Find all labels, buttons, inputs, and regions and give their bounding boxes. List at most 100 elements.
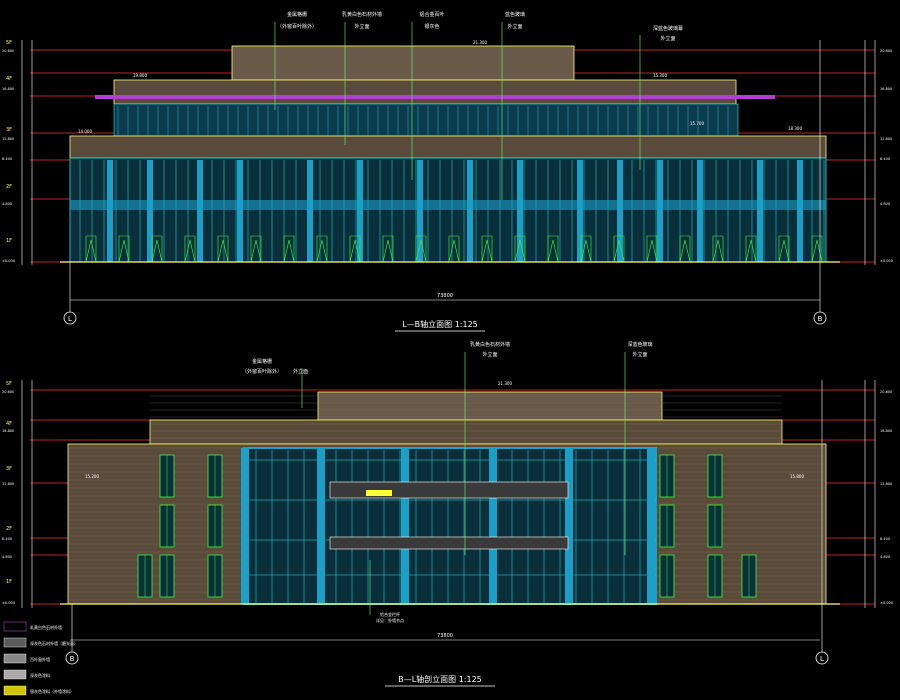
column: [307, 160, 313, 262]
top-callout-1b: （外窗百叶除外）: [277, 23, 317, 30]
column: [357, 160, 363, 262]
top-roof-label-3: 15.300: [653, 73, 667, 78]
door: [316, 235, 328, 263]
bottom-callouts: [301, 352, 626, 615]
column: [517, 160, 523, 262]
top-elevation-title: L—B轴立面图 1:125: [402, 319, 478, 329]
top-elev-r-0: 20.600: [880, 49, 892, 53]
door: [712, 235, 724, 263]
top-callout-4: 蓝色玻璃: [505, 11, 525, 18]
bottom-roof-label-2: 15.200: [85, 474, 99, 479]
top-parapet: [95, 95, 775, 99]
bottom-level-4f: 4F: [6, 421, 12, 427]
door: [481, 235, 493, 263]
column: [317, 448, 325, 604]
door: [382, 235, 394, 263]
bottom-elev-r-2: 12.800: [880, 482, 892, 486]
top-level-3f: 3F: [6, 127, 12, 133]
door: [514, 235, 526, 263]
transom: [70, 200, 826, 210]
top-doors: [85, 235, 823, 263]
column: [617, 160, 623, 262]
door: [448, 235, 460, 263]
top-roof-label-1: 21.300: [473, 40, 487, 45]
top-roof-band: [113, 79, 737, 105]
top-level-2f: 2F: [6, 184, 12, 190]
top-mullions: [70, 106, 826, 262]
column: [417, 160, 423, 262]
top-upper-glazing: [113, 103, 739, 137]
top-dim-strings: [21, 40, 876, 265]
bottom-elev-l-4: 4.800: [2, 555, 12, 559]
top-callout-5b: 外立面: [660, 35, 675, 42]
door: [580, 235, 592, 263]
column: [197, 160, 203, 262]
bottom-callout-3b: 外立面: [632, 351, 647, 358]
legend-item-4: 深灰色涂料: [30, 672, 50, 678]
door: [151, 235, 163, 263]
top-elev-r-3: 8.400: [880, 157, 890, 161]
door: [778, 235, 790, 263]
door: [745, 235, 757, 263]
bottom-penthouse: [317, 391, 663, 421]
bottom-canopy-lower: [329, 536, 569, 550]
door: [217, 235, 229, 263]
bottom-elev-l-5: ±0.000: [2, 601, 15, 605]
top-callout-4b: 外立面: [507, 23, 522, 30]
bottom-elevation-title: B—L轴剖立面图 1:125: [398, 674, 482, 684]
bottom-overall-dimension: 73800: [437, 633, 453, 639]
bottom-elev-l-1: 16.800: [2, 429, 14, 433]
top-elev-r-2: 12.800: [880, 137, 892, 141]
bottom-axis-bubble-left: [65, 651, 79, 665]
top-callout-2: 乳黄白色石材外墙: [342, 11, 382, 18]
door: [646, 235, 658, 263]
top-elev-l-5: ±0.000: [2, 259, 15, 263]
bottom-elev-r-0: 20.600: [880, 390, 892, 394]
top-elevation: 73800 L B L—B轴立面图 1:125 金属格栅 （外窗百叶除外） 乳黄…: [2, 11, 893, 332]
door: [184, 235, 196, 263]
bottom-roof-label-3: 15.800: [790, 474, 804, 479]
bottom-axis-right: L: [820, 655, 824, 663]
legend-swatch-4: [3, 669, 27, 680]
top-elev-r-4: 4.800: [880, 202, 890, 206]
top-axis-bubble-right: [813, 311, 827, 325]
top-axis-bubble-left: [63, 311, 77, 325]
top-callouts: [274, 22, 641, 200]
top-elev-r-1: 16.800: [880, 87, 892, 91]
legend-item-1: 乳黄白色石材外墙: [30, 624, 62, 630]
column: [577, 160, 583, 262]
bottom-callout-3: 深蓝色玻璃: [627, 341, 652, 348]
door: [811, 235, 823, 263]
column: [697, 160, 703, 262]
top-elev-l-3: 8.400: [2, 157, 12, 161]
top-level-4f: 4F: [6, 76, 12, 82]
bottom-level-3f: 3F: [6, 466, 12, 472]
bottom-elev-r-5: ±0.000: [880, 601, 893, 605]
top-axis-right: B: [818, 315, 823, 323]
top-callout-5: 深蓝色玻璃幕: [653, 25, 683, 32]
top-elev-l-0: 20.600: [2, 49, 14, 53]
bottom-axis-left: B: [70, 655, 75, 663]
column: [565, 448, 573, 604]
top-axis-left: L: [68, 315, 72, 323]
door: [118, 235, 130, 263]
top-roof-label-2: 19.800: [133, 73, 147, 78]
door: [250, 235, 262, 263]
bottom-canopy-highlight: [366, 490, 392, 496]
top-callout-3: 铝合金百叶: [419, 11, 444, 18]
bottom-roof-band: [149, 419, 783, 445]
door: [415, 235, 427, 263]
bottom-dim-strings: [21, 380, 876, 608]
column: [107, 160, 113, 262]
column: [657, 160, 663, 262]
column: [647, 448, 655, 604]
bottom-level-2f: 2F: [6, 526, 12, 532]
door: [679, 235, 691, 263]
top-main-band: [69, 135, 827, 159]
legend-item-2: 深灰色石材外墙（磨光面）: [30, 640, 78, 646]
column: [401, 448, 409, 604]
door: [613, 235, 625, 263]
bottom-canopy-upper: [329, 481, 569, 499]
bottom-callout-1c: 外立面: [293, 368, 308, 375]
